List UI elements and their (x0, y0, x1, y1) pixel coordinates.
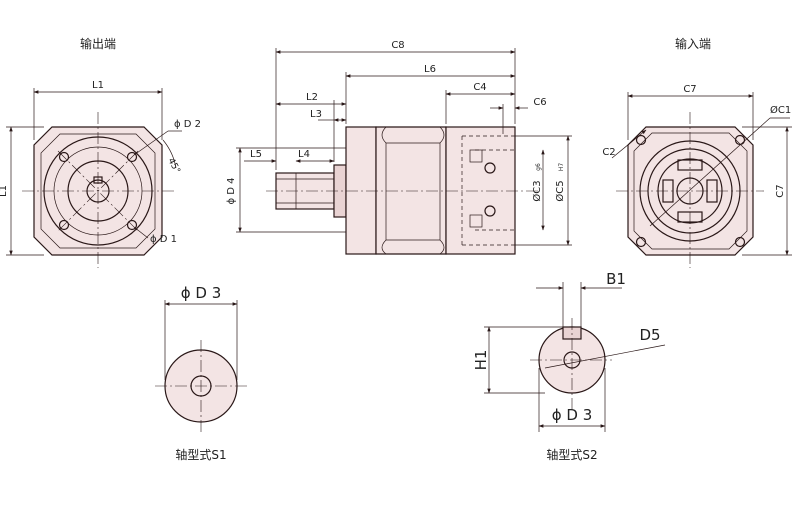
input-adapter (445, 126, 516, 255)
dim-c6: C6 (533, 97, 546, 108)
output-shaft-side (275, 172, 335, 210)
dim-c1: ØC1 (770, 104, 791, 116)
dim-c3: ØC3 (531, 180, 543, 201)
shaft-s2-caption: 轴型式S2 (546, 447, 597, 462)
dim-c2: C2 (602, 147, 615, 158)
dim-d5: D5 (639, 326, 660, 344)
shaft-s2-view: B1 H1 D5 ϕ D 3 轴型式S2 (472, 270, 666, 462)
dim-d2: ϕ D 2 (174, 119, 201, 130)
dim-d4: ϕ D 4 (226, 177, 237, 204)
dim-c7-side: C7 (775, 184, 786, 197)
angle-arc (162, 139, 177, 169)
dim-s2-d3: ϕ D 3 (552, 406, 593, 424)
dim-c8: C8 (391, 40, 404, 51)
dim-l2: L2 (306, 92, 318, 103)
shaft-s1-caption: 轴型式S1 (175, 447, 226, 462)
dim-l3: L3 (310, 109, 322, 120)
input-bolt-holes (635, 134, 746, 248)
dim-c5-tol: H7 (558, 163, 565, 172)
output-end-view: 输出端 L1 L1 ϕ D 2 (0, 36, 201, 268)
input-end-view: 输入端 C7 C7 ØC1 C2 (602, 36, 792, 268)
dim-l6: L6 (424, 64, 436, 75)
dim-h1: H1 (472, 350, 490, 371)
dim-c3-tol: g6 (535, 163, 542, 171)
adapter-screw-top (484, 162, 496, 174)
gear-housing (375, 126, 447, 255)
output-flange-side (345, 126, 377, 255)
dim-c7-top: C7 (683, 84, 696, 95)
output-flange-inner-edge (40, 133, 156, 249)
dim-b1: B1 (606, 270, 626, 288)
dim-l4: L4 (298, 149, 310, 160)
dim-l1-top: L1 (92, 80, 104, 91)
shaft-s1-view: ϕ D 3 轴型式S1 (155, 284, 248, 462)
input-end-title: 输入端 (675, 36, 711, 51)
dim-l5: L5 (250, 149, 262, 160)
dim-c5: ØC5 (554, 180, 566, 201)
dim-s1-d3: ϕ D 3 (181, 284, 222, 302)
output-end-title: 输出端 (80, 36, 116, 51)
dim-l1-side: L1 (0, 185, 9, 197)
adapter-screw-bottom (484, 205, 496, 217)
side-view: C8 L6 C4 C6 L2 L3 L5 L4 ϕ D 4 ØC3 (226, 40, 572, 255)
output-bolt-holes (58, 151, 138, 231)
dim-d1: ϕ D 1 (150, 234, 177, 245)
dim-angle: 45° (165, 157, 181, 176)
dim-c4: C4 (473, 82, 486, 93)
